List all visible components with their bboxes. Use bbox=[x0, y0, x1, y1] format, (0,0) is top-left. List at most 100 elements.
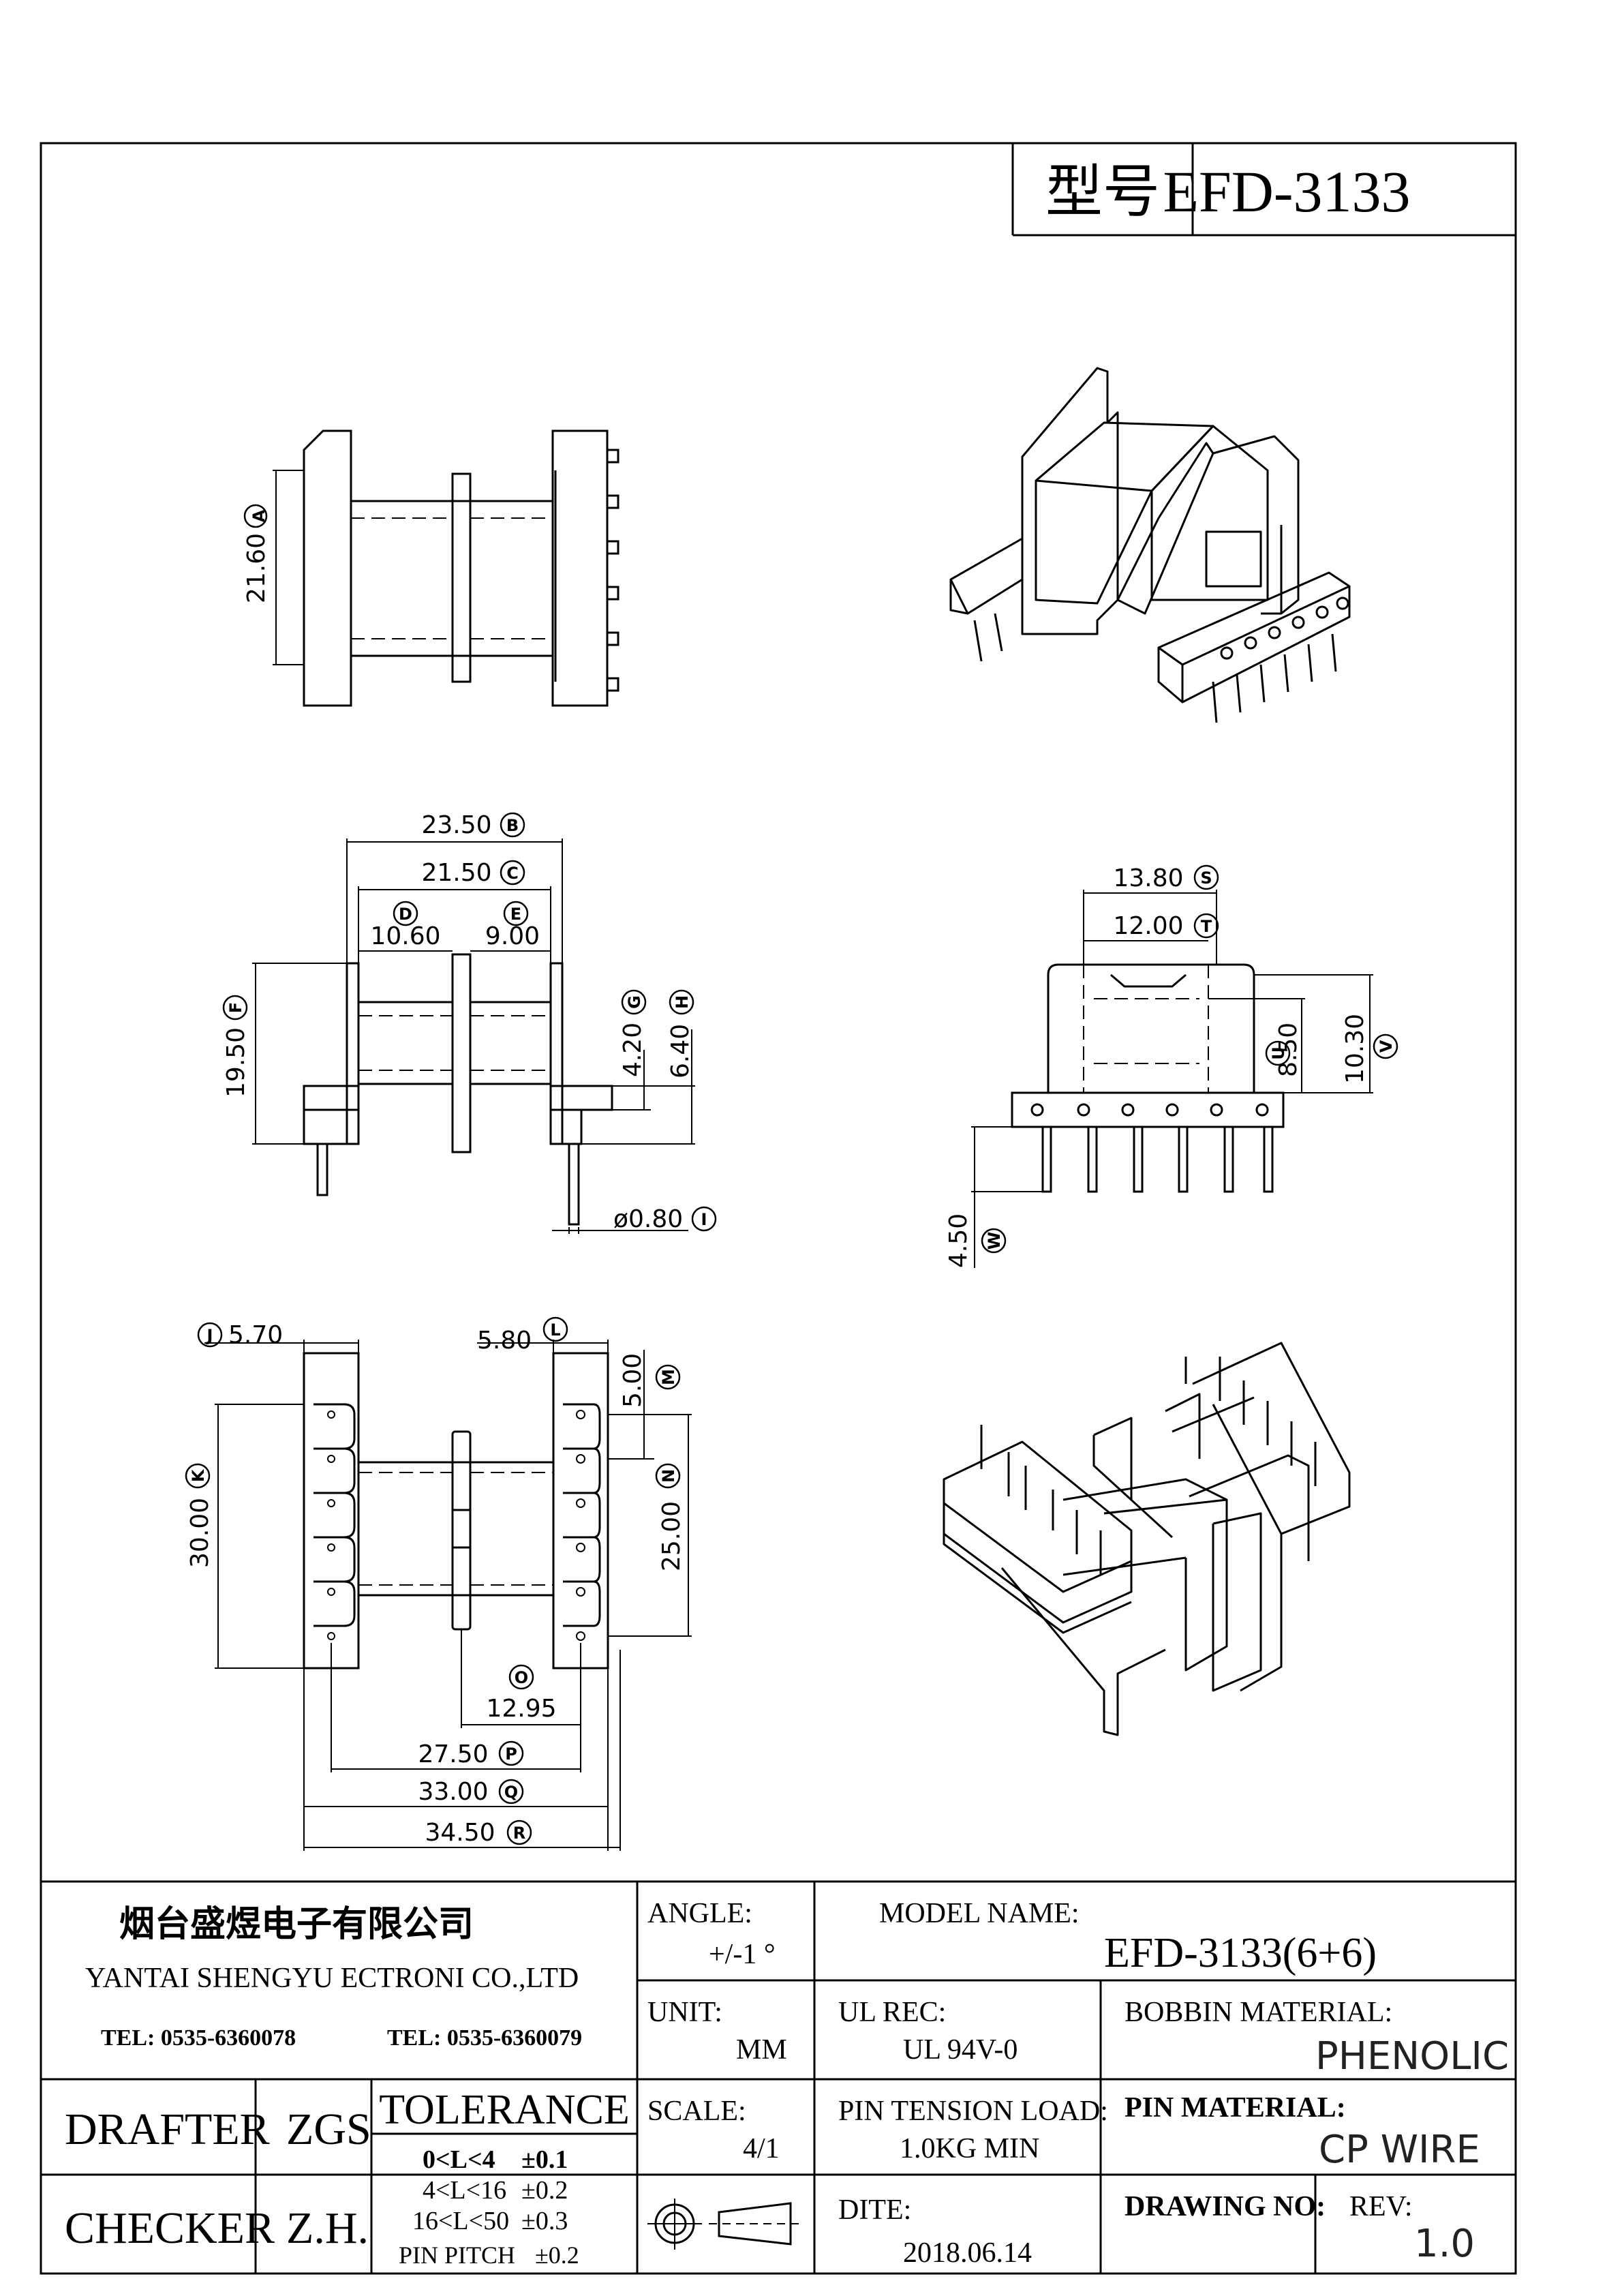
dim-I-value: ø0.80 bbox=[613, 1205, 683, 1233]
checker-cell: CHECKER Z.H. bbox=[65, 2203, 369, 2253]
tolerance-cell: TOLERANCE 0<L<4 ±0.1 4<L<16 ±0.2 16<L<50… bbox=[379, 2087, 629, 2269]
unit-label: UNIT: bbox=[647, 1997, 722, 2028]
dim-K-letter: K bbox=[189, 1468, 208, 1482]
rev-value: 1.0 bbox=[1414, 2222, 1475, 2266]
angle-value: +/-1 ° bbox=[709, 1939, 776, 1970]
dim-F: 19.50 F bbox=[222, 995, 250, 1098]
angle-label: ANGLE: bbox=[647, 1898, 752, 1929]
dim-Q-letter: Q bbox=[504, 1783, 518, 1802]
dim-I-letter: I bbox=[701, 1210, 707, 1229]
bobbin-material-value: PHENOLIC bbox=[1315, 2034, 1509, 2079]
dim-J-letter: J bbox=[206, 1326, 213, 1345]
ul-rec-cell: UL REC: UL 94V-0 bbox=[838, 1997, 1017, 2066]
dim-V-letter: V bbox=[1377, 1040, 1396, 1053]
dim-D: D 10.60 bbox=[370, 901, 441, 950]
scale-value: 4/1 bbox=[743, 2133, 780, 2164]
front-view bbox=[252, 839, 695, 1234]
dim-U-value: 8.50 bbox=[1274, 1023, 1302, 1077]
dim-K-value: 30.00 bbox=[186, 1498, 214, 1568]
dim-T-value: 12.00 bbox=[1113, 912, 1183, 940]
dim-L-value: 5.80 bbox=[477, 1327, 532, 1355]
company-name-en: YANTAI SHENGYU ECTRONI CO.,LTD bbox=[85, 1963, 579, 1994]
tolerance-label: TOLERANCE bbox=[379, 2087, 629, 2133]
dim-J: J 5.70 bbox=[197, 1321, 283, 1349]
dim-G-value: 4.20 bbox=[619, 1023, 647, 1077]
dim-L-letter: L bbox=[550, 1320, 560, 1340]
dim-W-letter: W bbox=[985, 1232, 1004, 1250]
pin-pitch-label: PIN PITCH bbox=[399, 2241, 515, 2269]
model-label: 型号 bbox=[1045, 158, 1160, 225]
checker-label: CHECKER bbox=[65, 2203, 275, 2253]
top-view bbox=[273, 429, 619, 707]
dim-T-letter: T bbox=[1201, 917, 1212, 936]
dim-W: 4.50 W bbox=[945, 1213, 1007, 1268]
dim-A-value: 21.60 bbox=[243, 533, 271, 603]
dim-R: 34.50 R bbox=[425, 1819, 532, 1847]
dim-W-value: 4.50 bbox=[945, 1213, 973, 1268]
bottom-view bbox=[204, 1340, 692, 1851]
unit-value: MM bbox=[736, 2034, 787, 2066]
dim-O-value: 12.95 bbox=[486, 1695, 556, 1723]
company-name-cn: 烟台盛煜电子有限公司 bbox=[119, 1904, 474, 1945]
pin-tension-cell: PIN TENSION LOAD: 1.0KG MIN bbox=[838, 2096, 1108, 2164]
ul-rec-label: UL REC: bbox=[838, 1997, 946, 2028]
dim-D-letter: D bbox=[399, 905, 412, 924]
dim-M-letter: M bbox=[659, 1369, 678, 1385]
dim-R-value: 34.50 bbox=[425, 1819, 495, 1847]
dim-F-value: 19.50 bbox=[222, 1027, 250, 1098]
drafter-value: ZGS bbox=[286, 2104, 371, 2154]
dim-O: O 12.95 bbox=[486, 1664, 557, 1723]
pin-pitch-tol: ±0.2 bbox=[535, 2241, 579, 2269]
drafter-cell: DRAFTER ZGS bbox=[65, 2104, 371, 2154]
model-name-label: MODEL NAME: bbox=[879, 1898, 1080, 1929]
side-view bbox=[971, 890, 1373, 1268]
dim-N: N 25.00 bbox=[655, 1463, 686, 1571]
dim-M: 5.00 M bbox=[619, 1353, 681, 1408]
tel-1: TEL: 0535-6360078 bbox=[101, 2025, 296, 2051]
model-name-value: EFD-3133(6+6) bbox=[1104, 1930, 1377, 1976]
dim-E-value: 9.00 bbox=[485, 922, 540, 950]
dim-H-value: 6.40 bbox=[667, 1024, 694, 1078]
dim-E-letter: E bbox=[510, 905, 521, 924]
rev-cell: REV: 1.0 bbox=[1349, 2191, 1475, 2266]
tolerance-row-3-range: 16<L<50 bbox=[412, 2207, 509, 2235]
dim-S: 13.80 S bbox=[1113, 864, 1219, 892]
dim-D-value: 10.60 bbox=[370, 922, 440, 950]
dim-Q-value: 33.00 bbox=[418, 1778, 488, 1806]
dim-S-value: 13.80 bbox=[1113, 864, 1183, 892]
dim-R-letter: R bbox=[513, 1824, 525, 1843]
drawing-no-label: DRAWING NO: bbox=[1124, 2191, 1326, 2222]
dim-Q: 33.00 Q bbox=[418, 1778, 524, 1806]
dim-B-value: 23.50 bbox=[421, 811, 491, 839]
isometric-view-top bbox=[949, 367, 1351, 723]
checker-value: Z.H. bbox=[286, 2203, 369, 2253]
sheet-border bbox=[40, 142, 1517, 2275]
dim-P: 27.50 P bbox=[418, 1740, 524, 1768]
company-info: 烟台盛煜电子有限公司 YANTAI SHENGYU ECTRONI CO.,LT… bbox=[85, 1904, 582, 2051]
dim-G: G 4.20 bbox=[619, 989, 647, 1077]
pin-material-value: CP WIRE bbox=[1319, 2128, 1480, 2172]
dim-N-value: 25.00 bbox=[658, 1501, 686, 1571]
ul-rec-value: UL 94V-0 bbox=[903, 2034, 1017, 2066]
dim-K: K 30.00 bbox=[185, 1463, 214, 1568]
date-value: 2018.06.14 bbox=[903, 2237, 1032, 2269]
tolerance-row-1-range: 0<L<4 bbox=[423, 2145, 495, 2174]
dim-H: H 6.40 bbox=[667, 989, 694, 1078]
model-name-cell: MODEL NAME: EFD-3133(6+6) bbox=[879, 1898, 1377, 1976]
bobbin-material-cell: BOBBIN MATERIAL: PHENOLIC bbox=[1124, 1997, 1509, 2079]
dim-U-letter: U bbox=[1269, 1046, 1288, 1060]
pin-tension-label: PIN TENSION LOAD: bbox=[838, 2096, 1108, 2127]
dim-S-letter: S bbox=[1200, 868, 1212, 888]
model-header: 型号 EFD-3133 bbox=[1011, 143, 1516, 237]
date-label: DITE: bbox=[838, 2194, 911, 2226]
dim-C-value: 21.50 bbox=[421, 859, 491, 887]
dim-B-letter: B bbox=[506, 816, 519, 835]
title-block-grid bbox=[41, 1880, 1516, 2274]
pin-tension-value: 1.0KG MIN bbox=[900, 2133, 1039, 2164]
dim-N-letter: N bbox=[659, 1469, 678, 1483]
scale-cell: SCALE: 4/1 bbox=[647, 2096, 780, 2164]
dim-F-letter: F bbox=[226, 1002, 245, 1013]
drafter-label: DRAFTER bbox=[65, 2104, 270, 2154]
model-value: EFD-3133 bbox=[1163, 159, 1410, 224]
